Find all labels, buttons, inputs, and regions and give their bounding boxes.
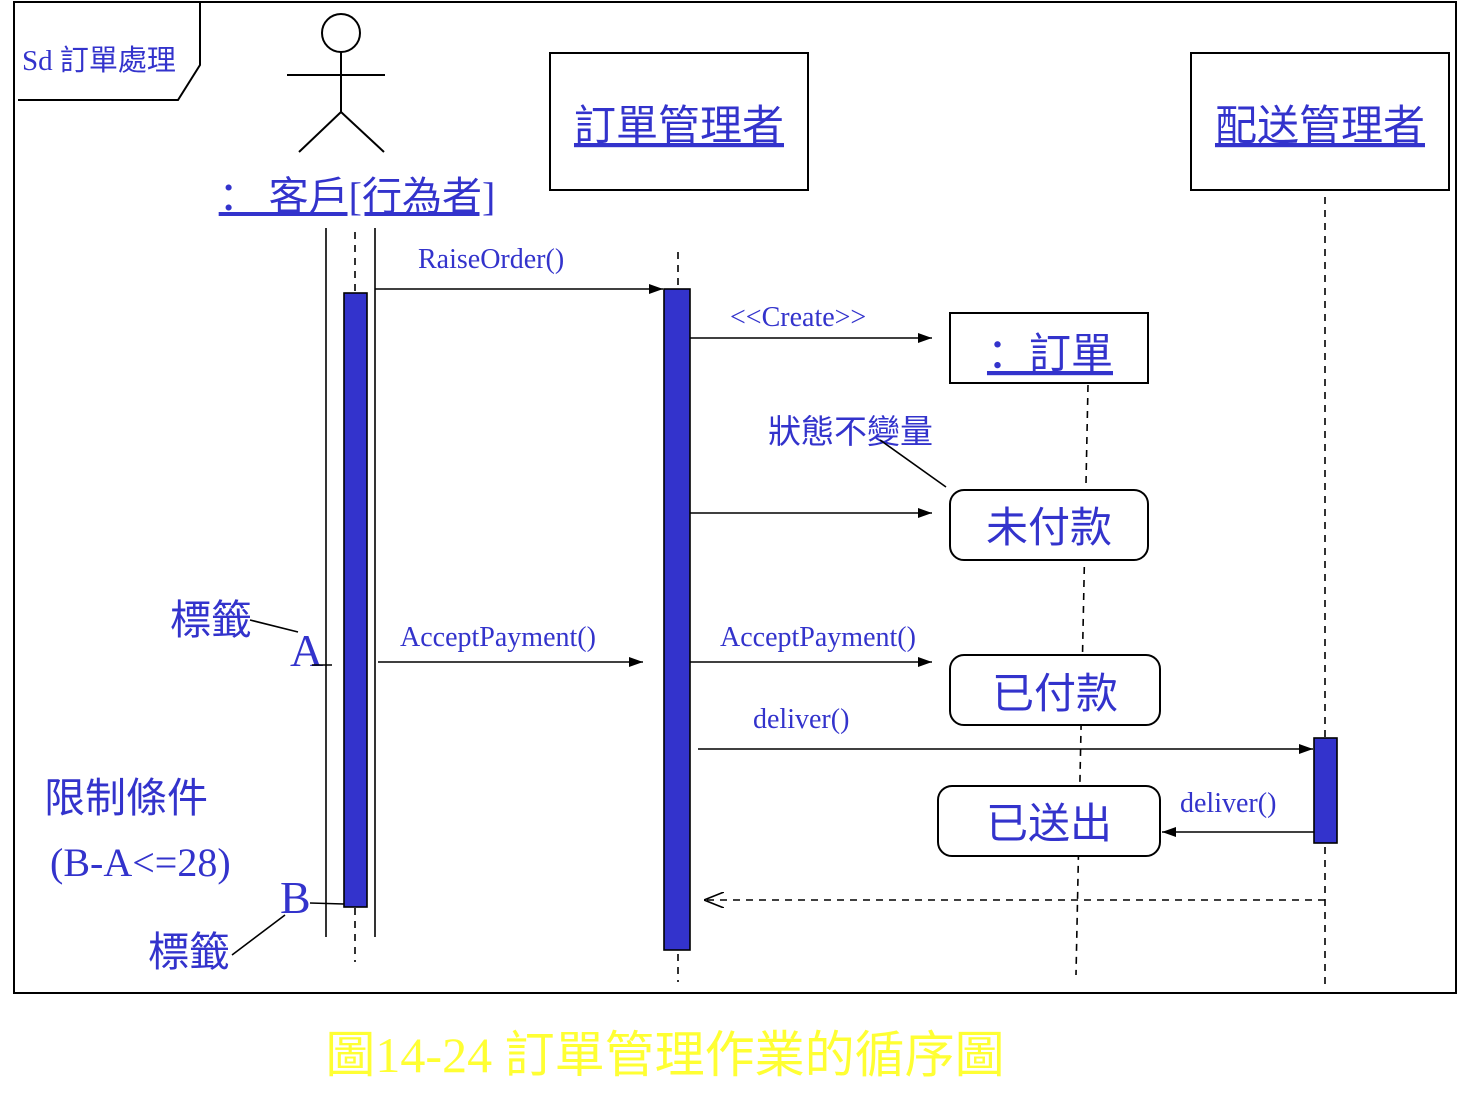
constraint-title: 限制條件 [44,775,208,821]
order-manager-box [549,52,809,191]
label-b: B [280,872,311,923]
actor-activation-bar [343,292,368,908]
delivery-manager-label: 配送管理者 [1215,104,1425,150]
delivery-manager-activation-bar [1313,737,1338,844]
state-paid-label: 已付款 [992,672,1118,718]
actor-stick-figure-icon [287,13,385,153]
state-shipped-box [937,785,1161,857]
state-unpaid-label: 未付款 [986,506,1112,552]
message-create-label: <<Create>> [730,302,866,333]
message-deliver-1-label: deliver() [753,704,849,735]
frame-label: Sd 訂單處理 [22,44,176,77]
tag-top-pointer [249,619,299,633]
frame-tab [18,2,201,101]
state-invariant-pointer [879,439,947,488]
figure-caption: 圖14-24 訂單管理作業的循序圖 [325,1027,1004,1083]
diagram-frame [13,1,1457,994]
order-manager-activation-bar [663,288,691,951]
state-invariant-note: 狀態不變量 [768,414,933,451]
delivery-manager-box [1190,52,1450,191]
message-deliver-2-label: deliver() [1180,788,1276,819]
order-object-label: ：訂單 [987,332,1113,378]
state-paid-box [949,654,1161,726]
state-shipped-label: 已送出 [986,802,1112,848]
order-object-box [949,312,1149,384]
tag-bottom-note: 標籤 [148,929,230,975]
message-raise-order-label: RaiseOrder() [418,244,564,275]
actor-label: ： 客戶[行為者] [219,174,496,219]
label-b-pointer [309,902,345,905]
tag-top-note: 標籤 [170,597,252,643]
constraint-expression: (B-A<=28) [50,840,231,885]
state-unpaid-box [949,489,1149,561]
label-a: A [290,625,323,676]
message-accept-payment-2-label: AcceptPayment() [720,622,916,653]
tag-bottom-pointer [231,914,286,956]
message-accept-payment-1-label: AcceptPayment() [400,622,596,653]
order-manager-label: 訂單管理者 [574,104,784,150]
